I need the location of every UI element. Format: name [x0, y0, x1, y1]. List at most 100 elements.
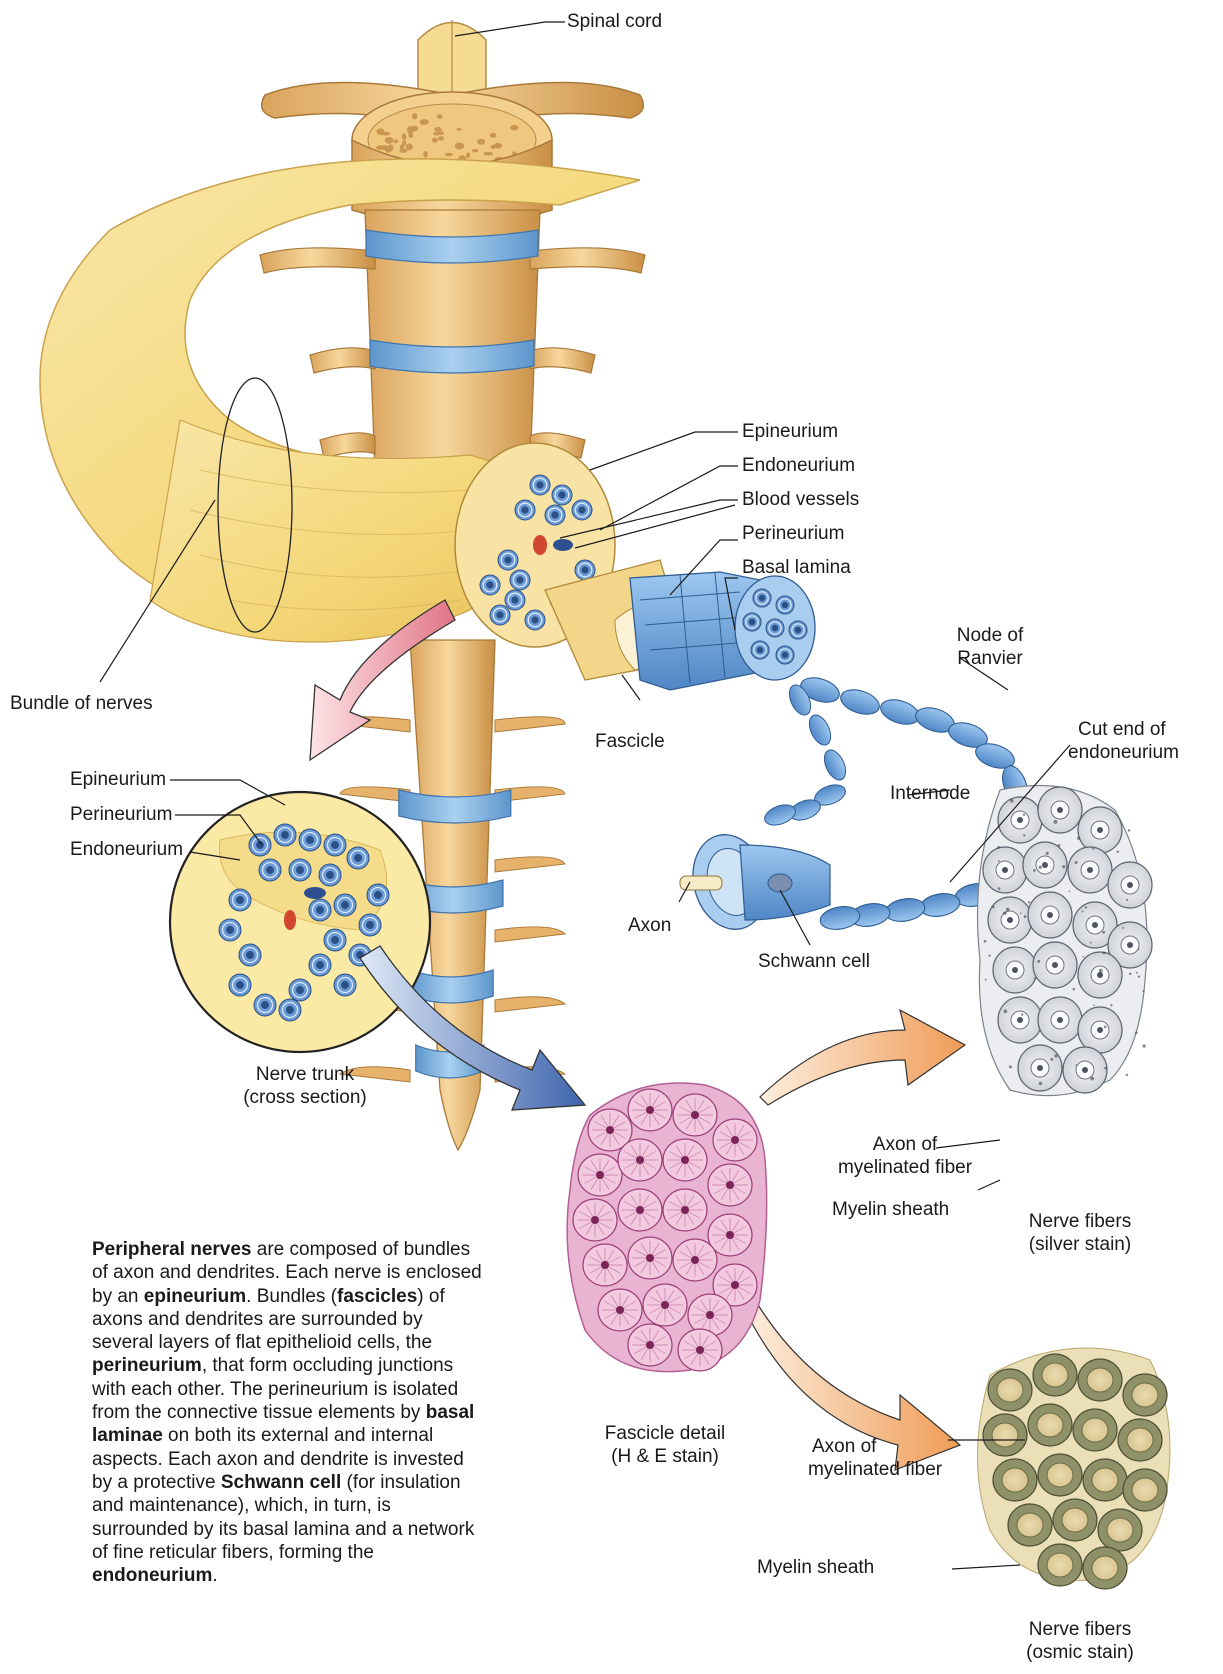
desc-text-7: .	[212, 1565, 217, 1586]
nerve-fiber	[545, 505, 565, 525]
spinal-process-right	[495, 997, 565, 1012]
label-nerve-fibers-osmic: Nerve fibers (osmic stain)	[1005, 1618, 1155, 1664]
label-axon: Axon	[628, 914, 671, 937]
label-fascicle-detail-line2: (H & E stain)	[611, 1446, 719, 1467]
nerve-fiber	[274, 824, 296, 846]
osmic-fiber-cell	[1078, 1359, 1122, 1401]
nerve-fibers-osmic-stain	[978, 1348, 1171, 1589]
description-paragraph: Peripheral nerves are composed of bundle…	[92, 1238, 487, 1587]
nerve-fiber	[279, 999, 301, 1021]
label-silver-line1: Nerve fibers	[1029, 1211, 1131, 1232]
label-silver-line2: (silver stain)	[1029, 1234, 1131, 1255]
label-perineurium-top: Perineurium	[742, 522, 844, 545]
transverse-process-right	[530, 248, 645, 273]
label-perineurium-left: Perineurium	[70, 803, 172, 826]
label-bundle-of-nerves: Bundle of nerves	[10, 692, 153, 715]
he-fiber-cell	[628, 1324, 672, 1366]
he-fiber-cell	[618, 1139, 662, 1181]
label-internode: Internode	[890, 782, 970, 805]
nerve-fiber	[299, 829, 321, 851]
nerve-fiber	[751, 641, 769, 659]
osmic-fiber-cell	[1073, 1409, 1117, 1451]
he-fiber-cell	[678, 1329, 722, 1371]
silver-fiber-cell	[988, 897, 1032, 943]
label-myelin-sheath-1: Myelin sheath	[832, 1198, 949, 1221]
label-node-line1: Node of	[957, 625, 1024, 646]
label-nerve-fibers-silver: Nerve fibers (silver stain)	[1005, 1210, 1155, 1256]
spinal-process-right	[495, 717, 565, 732]
label-node-line2: Ranvier	[957, 648, 1022, 669]
label-myelin-sheath-2: Myelin sheath	[757, 1556, 874, 1579]
label-epineurium-top: Epineurium	[742, 420, 838, 443]
desc-text-2: . Bundles (	[246, 1286, 337, 1307]
desc-term-peripheral-nerves: Peripheral nerves	[92, 1239, 251, 1260]
nerve-fiber	[525, 610, 545, 630]
transverse-process-left	[320, 433, 375, 458]
osmic-fiber-cell	[988, 1369, 1032, 1411]
desc-term-perineurium: perineurium	[92, 1355, 202, 1376]
he-fiber-cell	[578, 1154, 622, 1196]
label-axon-myel1-line1: Axon of	[873, 1134, 937, 1155]
silver-fiber-cell	[1023, 842, 1067, 888]
label-spinal-cord: Spinal cord	[567, 10, 662, 33]
nerve-fiber	[359, 914, 381, 936]
osmic-fiber-cell	[1098, 1509, 1142, 1551]
nerve-fiber	[498, 550, 518, 570]
osmic-fiber-cell	[1083, 1547, 1127, 1589]
nerve-fibers-silver-stain	[978, 786, 1153, 1096]
desc-term-fascicles: fascicles	[337, 1286, 417, 1307]
osmic-fiber-cell	[1118, 1419, 1162, 1461]
he-fiber-cell	[583, 1244, 627, 1286]
silver-fiber-cell	[1033, 942, 1077, 988]
nerve-fiber	[515, 500, 535, 520]
he-fiber-cell	[673, 1239, 717, 1281]
nerve-fiber	[289, 859, 311, 881]
spinal-process-right	[495, 857, 565, 872]
osmic-fiber-cell	[1008, 1504, 1052, 1546]
nerve-fiber	[490, 605, 510, 625]
silver-fiber-cell	[993, 947, 1037, 993]
label-fascicle: Fascicle	[595, 730, 665, 753]
nerve-fiber	[319, 864, 341, 886]
nerve-fiber	[309, 899, 331, 921]
internode-segment	[878, 695, 923, 728]
he-fiber-cell	[628, 1089, 672, 1131]
silver-fiber-cell	[1038, 997, 1082, 1043]
nerve-fiber	[552, 485, 572, 505]
osmic-fiber-cell	[1123, 1374, 1167, 1416]
nerve-fiber	[229, 974, 251, 996]
he-fiber-cell	[673, 1094, 717, 1136]
label-axon-myel2-line2: myelinated fiber	[808, 1459, 942, 1480]
nerve-fiber	[743, 613, 761, 631]
transverse-process-right	[530, 348, 595, 373]
nerve-fiber	[776, 646, 794, 664]
nerve-fiber	[510, 570, 530, 590]
he-fiber-cell	[708, 1164, 752, 1206]
label-epineurium-left: Epineurium	[70, 768, 166, 791]
label-cut-end-line1: Cut end of	[1068, 719, 1166, 740]
fascicle-cylinder	[630, 572, 815, 690]
label-basal-lamina: Basal lamina	[742, 556, 851, 579]
internode-segment	[820, 747, 850, 784]
nerve-fiber	[289, 979, 311, 1001]
nerve-fiber	[766, 619, 784, 637]
silver-fiber-cell	[1038, 787, 1082, 833]
nerve-fiber	[575, 560, 595, 580]
transverse-process-left	[260, 248, 375, 273]
silver-fiber-cell	[998, 997, 1042, 1043]
silver-fiber-cell	[1063, 1047, 1107, 1093]
label-osmic-line2: (osmic stain)	[1026, 1642, 1134, 1663]
silver-fiber-cell	[1028, 892, 1072, 938]
nerve-fiber	[347, 847, 369, 869]
nerve-fiber	[259, 859, 281, 881]
he-fiber-cell	[618, 1189, 662, 1231]
nerve-fiber	[334, 974, 356, 996]
he-fiber-cell	[628, 1237, 672, 1279]
osmic-fiber-cell	[1038, 1454, 1082, 1496]
orange-arrow-upper	[760, 1010, 965, 1105]
desc-term-endoneurium: endoneurium	[92, 1565, 212, 1586]
osmic-fiber-cell	[993, 1459, 1037, 1501]
transverse-process-left	[310, 348, 375, 373]
internode-segment	[818, 904, 861, 933]
